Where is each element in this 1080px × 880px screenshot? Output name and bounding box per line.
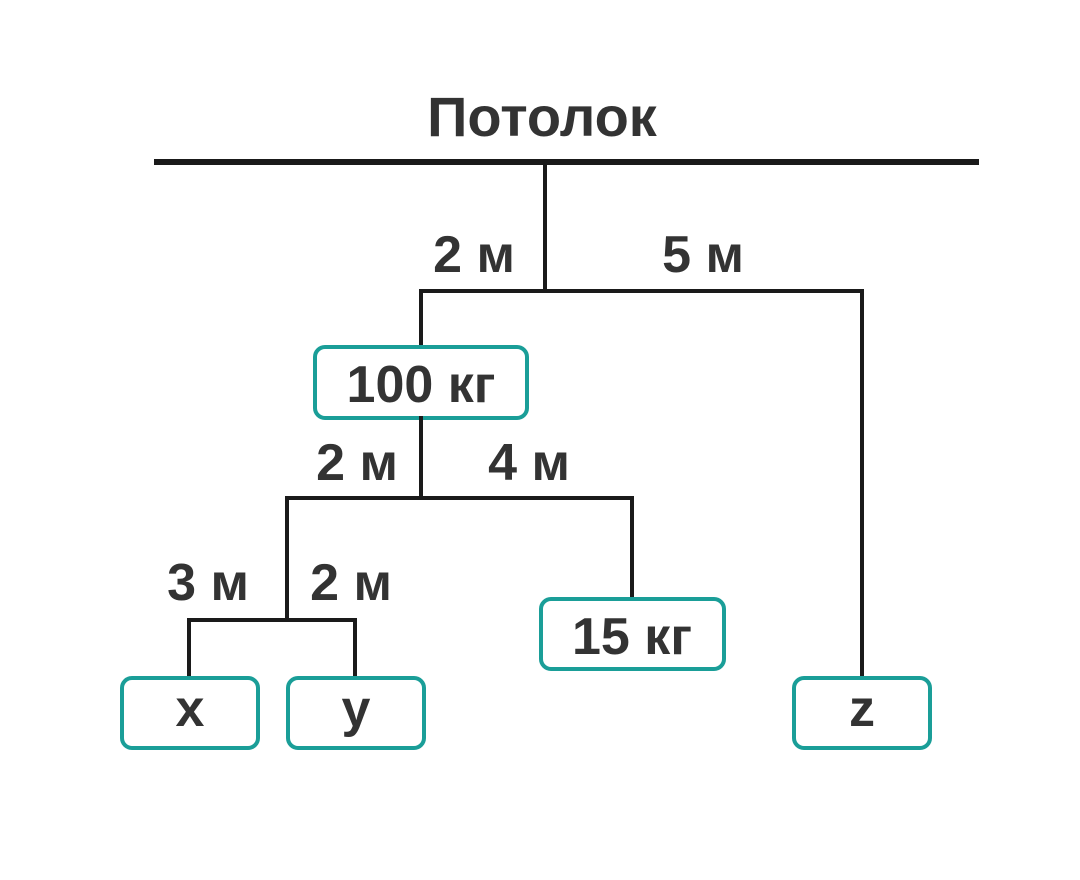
weight-15kg-label: 15 кг (572, 608, 692, 666)
unknown-y-box: y (286, 676, 426, 750)
unknown-z-box: z (792, 676, 932, 750)
unknown-x-box: x (120, 676, 260, 750)
unknown-x-label: x (176, 680, 205, 738)
middle-bar-left-distance: 2 м (316, 434, 398, 492)
unknown-z-label: z (849, 680, 875, 738)
weight-15kg-box: 15 кг (539, 597, 726, 671)
ceiling-label: Потолок (427, 85, 658, 148)
top-bar-left-distance: 2 м (433, 226, 515, 284)
weight-100kg-box: 100 кг (313, 345, 529, 420)
unknown-y-label: y (342, 680, 371, 738)
bottom-bar-right-distance: 2 м (310, 554, 392, 612)
weight-100kg-label: 100 кг (347, 356, 496, 414)
bottom-bar-left-distance: 3 м (167, 554, 249, 612)
middle-bar-right-distance: 4 м (488, 434, 570, 492)
top-bar-right-distance: 5 м (662, 226, 744, 284)
